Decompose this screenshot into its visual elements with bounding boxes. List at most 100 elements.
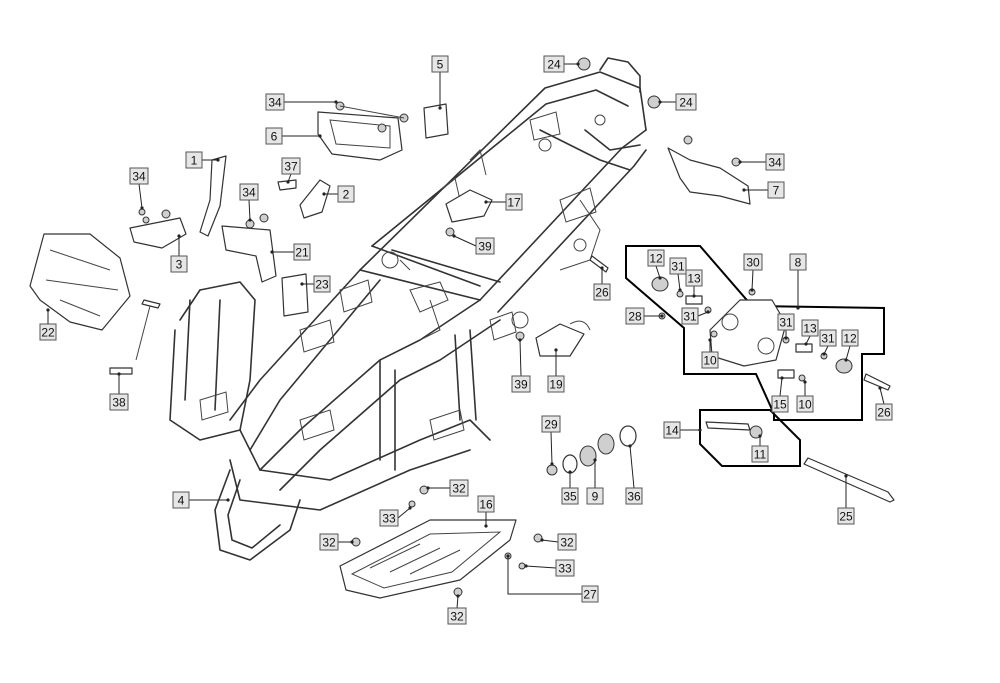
- leader-end-l12b: [844, 358, 848, 362]
- leader-line-l31b: [697, 311, 709, 317]
- part-2-clamp: [299, 179, 331, 219]
- callout-l32c: 32: [557, 533, 577, 551]
- callout-number: 32: [322, 536, 336, 550]
- callout-l34a: 34: [265, 93, 285, 111]
- callout-l30: 30: [743, 253, 763, 271]
- callout-l39a: 39: [475, 237, 495, 255]
- leader-line-l34c: [248, 199, 251, 221]
- part-32-bolt-c: [533, 533, 543, 543]
- leader-line-l36: [629, 445, 635, 489]
- callout-l23: 23: [313, 275, 331, 293]
- leader-end-l38: [117, 372, 121, 376]
- callout-number: 7: [773, 184, 780, 198]
- leader-end-l32d: [456, 594, 460, 598]
- callout-l2: 2: [337, 185, 355, 203]
- group-14-rod-assembly: [699, 409, 801, 467]
- callout-number: 35: [563, 490, 577, 504]
- callout-l32d: 32: [447, 607, 467, 625]
- callout-box: [663, 421, 681, 439]
- callout-l14: 14: [663, 421, 681, 439]
- leader-line-l39b: [519, 339, 522, 377]
- part-35-washer: [562, 454, 578, 474]
- callout-number: 36: [627, 490, 641, 504]
- callout-l24b: 24: [675, 93, 697, 111]
- callout-l36: 36: [625, 487, 643, 505]
- callout-box: [837, 507, 855, 525]
- callout-box: [293, 243, 311, 261]
- leader-end-l9: [593, 458, 597, 462]
- leader-end-l35: [568, 470, 572, 474]
- callout-number: 15: [773, 398, 787, 412]
- leader-end-l13b: [804, 342, 808, 346]
- callout-box: [581, 585, 599, 603]
- leader-end-l24a: [576, 62, 580, 66]
- callout-box: [751, 445, 769, 463]
- callout-number: 10: [798, 398, 812, 412]
- leader-end-l10a: [708, 338, 712, 342]
- leader-end-l33a: [408, 506, 412, 510]
- part-7-bracket: [667, 147, 751, 205]
- part-24-bush-b: [647, 95, 661, 109]
- leader-line-l30: [751, 269, 754, 291]
- callout-box: [281, 157, 301, 175]
- part-5-cover: [423, 103, 449, 139]
- callout-l17: 17: [505, 193, 523, 211]
- leader-end-l39b: [518, 338, 522, 342]
- callout-number: 2: [343, 188, 350, 202]
- callout-number: 13: [687, 272, 701, 286]
- callout-box: [625, 307, 645, 325]
- part-24-bush-a: [577, 57, 591, 71]
- leader-end-l1: [216, 158, 220, 162]
- leader-line-l26b: [879, 387, 885, 405]
- part-33-screw-b: [518, 562, 526, 570]
- callout-number: 13: [803, 322, 817, 336]
- leader-end-l26a: [600, 266, 604, 270]
- callout-l33a: 33: [379, 509, 399, 527]
- callout-number: 27: [583, 588, 597, 602]
- callout-box: [39, 323, 57, 341]
- part-38-bolt: [109, 367, 133, 375]
- callout-l15: 15: [771, 395, 789, 413]
- part-32-bolt-a: [419, 485, 429, 495]
- callout-l10a: 10: [701, 351, 719, 369]
- callout-box: [593, 283, 611, 301]
- callout-box: [555, 559, 575, 577]
- leader-end-l12a: [658, 276, 662, 280]
- callout-box: [265, 127, 283, 145]
- callout-labels: 1234567891010111212131314151617192122232…: [39, 55, 893, 625]
- leader-line-l15: [779, 377, 783, 397]
- callout-number: 31: [779, 316, 793, 330]
- callout-box: [447, 607, 467, 625]
- callout-box: [129, 167, 149, 185]
- leader-end-l34c: [248, 218, 252, 222]
- leader-end-l8: [796, 306, 800, 310]
- callout-box: [170, 255, 188, 273]
- callout-box: [796, 395, 814, 413]
- leader-line-l33a: [397, 507, 411, 519]
- callout-number: 14: [665, 424, 679, 438]
- callout-number: 25: [839, 510, 853, 524]
- callout-number: 22: [41, 326, 55, 340]
- callout-box: [586, 487, 604, 505]
- part-1-bracket: [199, 155, 227, 237]
- callout-number: 39: [514, 378, 528, 392]
- callout-l34d: 34: [765, 153, 785, 171]
- callout-l27: 27: [581, 585, 599, 603]
- callout-l28: 28: [625, 307, 645, 325]
- leader-end-l36: [628, 444, 632, 448]
- callout-box: [647, 249, 665, 267]
- callout-l31c: 31: [777, 313, 795, 331]
- leader-end-l34d: [738, 160, 742, 164]
- callout-box: [475, 237, 495, 255]
- callout-l29: 29: [541, 415, 561, 433]
- callout-number: 39: [478, 240, 492, 254]
- callout-l25: 25: [837, 507, 855, 525]
- callout-box: [841, 329, 859, 347]
- leader-end-l34a: [334, 100, 338, 104]
- leader-end-l16: [484, 524, 488, 528]
- part-9-bush: [579, 445, 597, 467]
- callout-box: [172, 491, 190, 509]
- callout-box: [777, 313, 795, 331]
- leader-end-l2: [322, 192, 326, 196]
